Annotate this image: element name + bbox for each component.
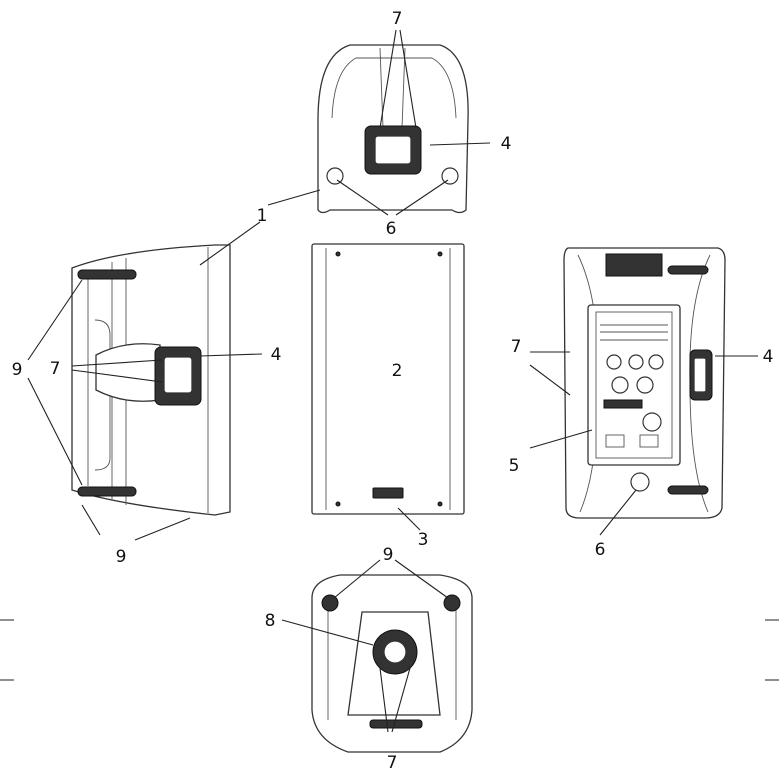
label-2-front: 2 bbox=[392, 361, 403, 381]
label-7-top: 7 bbox=[392, 9, 403, 29]
label-9-left-bottom: 9 bbox=[116, 547, 127, 567]
label-8-bottom: 8 bbox=[265, 611, 276, 631]
label-9-bottom: 9 bbox=[383, 545, 394, 565]
bottom-rigging-left bbox=[321, 594, 339, 612]
label-7-back: 7 bbox=[511, 337, 522, 357]
bottom-view-speaker bbox=[311, 574, 473, 753]
label-3-logo: 3 bbox=[418, 530, 429, 550]
side-rigging-top bbox=[77, 269, 137, 280]
label-7-left: 7 bbox=[50, 359, 61, 379]
top-hole-left bbox=[326, 167, 344, 185]
label-5-back: 5 bbox=[509, 456, 520, 476]
leader-lines bbox=[27, 29, 758, 733]
top-hole-right bbox=[441, 167, 459, 185]
back-view-speaker bbox=[563, 247, 726, 519]
label-4-left: 4 bbox=[271, 345, 282, 365]
back-amp-panel bbox=[587, 304, 681, 466]
label-6-top: 6 bbox=[386, 219, 397, 239]
top-view-speaker bbox=[317, 44, 469, 214]
back-rigging-top bbox=[667, 265, 709, 275]
label-1-cover: 1 bbox=[257, 206, 268, 226]
label-4-back: 4 bbox=[763, 347, 774, 367]
side-rigging-bottom bbox=[77, 486, 137, 497]
label-9-left: 9 bbox=[12, 360, 23, 380]
front-view-speaker bbox=[311, 243, 465, 515]
back-pole-socket bbox=[630, 472, 650, 492]
label-7-bottom: 7 bbox=[387, 753, 398, 773]
label-6-back: 6 bbox=[595, 540, 606, 560]
label-4-top: 4 bbox=[501, 134, 512, 154]
edge-marks bbox=[0, 619, 779, 681]
bottom-rigging-right bbox=[443, 594, 461, 612]
back-rigging-bottom bbox=[667, 485, 709, 495]
front-logo bbox=[372, 487, 404, 499]
